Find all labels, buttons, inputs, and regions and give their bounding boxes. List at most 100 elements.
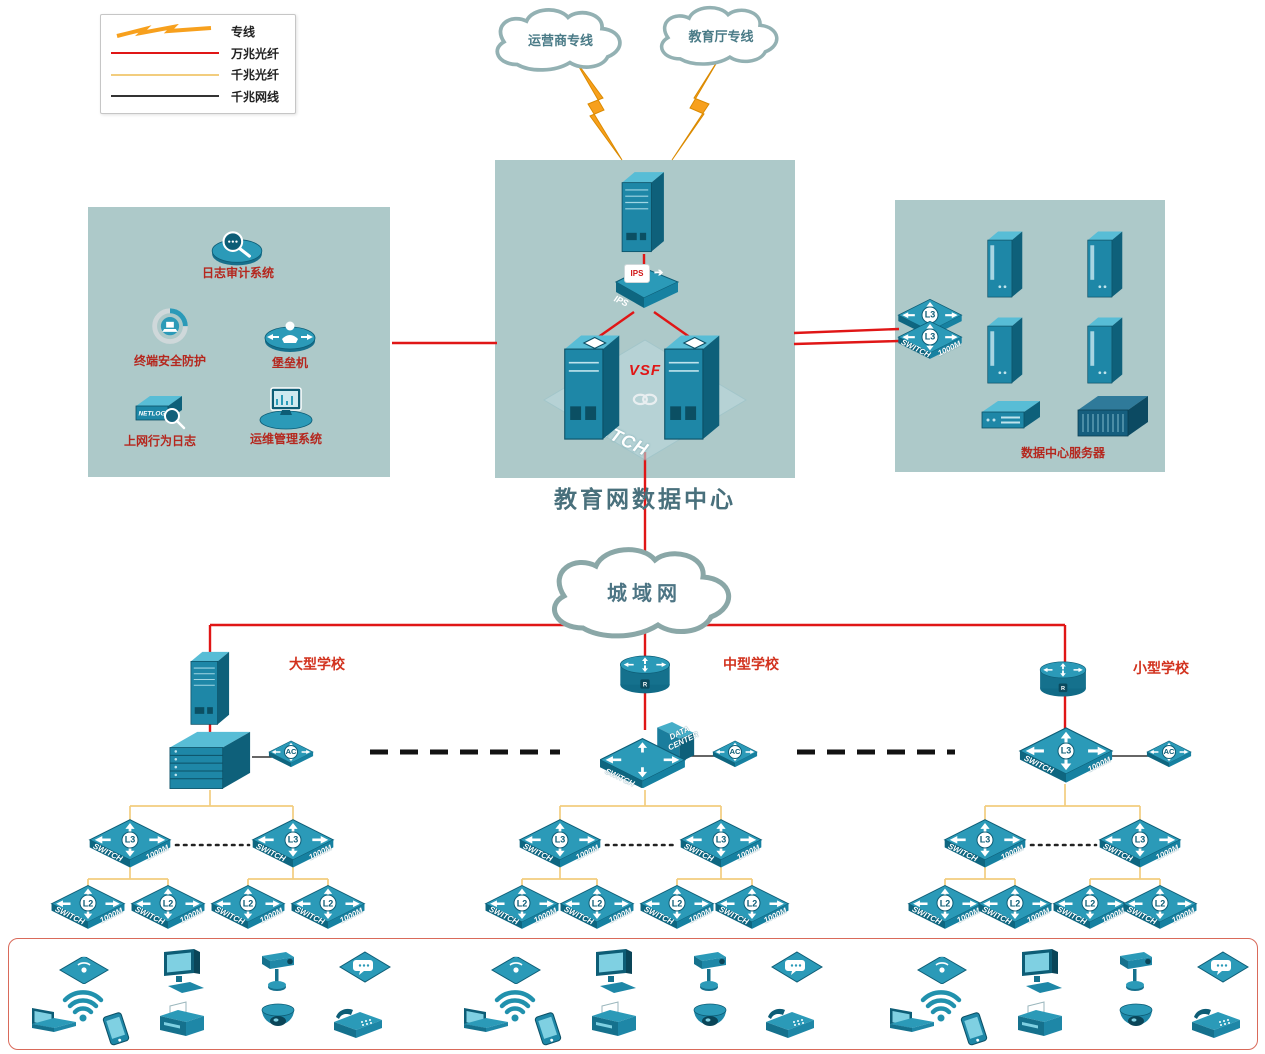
ac-controller-icon: AC	[1146, 740, 1192, 769]
l2-badge: L2	[668, 894, 686, 912]
laptop-icon	[884, 1006, 940, 1044]
wireless-ap-icon	[58, 948, 110, 984]
wireless-ap-icon	[490, 948, 542, 984]
core-firewall-icon	[620, 168, 666, 256]
svg-text:R: R	[643, 682, 648, 688]
blade-server-icon	[1074, 390, 1152, 440]
desktop-monitor-icon	[588, 948, 644, 994]
edu-cloud: 教育厅专线	[645, 4, 797, 66]
server-icon	[986, 314, 1024, 387]
wireless-ap-icon	[916, 948, 968, 984]
legend-label: 千兆网线	[231, 89, 280, 104]
vsf-server-icon	[562, 330, 622, 445]
netlog-label: 上网行为日志	[123, 434, 196, 448]
ptz-camera-icon	[1114, 948, 1158, 996]
school-core-device	[166, 726, 254, 791]
log-audit-label: 日志审计系统	[201, 266, 274, 280]
l2-badge: L2	[743, 894, 761, 912]
smartphone-icon	[950, 1010, 998, 1048]
printer-icon	[1014, 998, 1066, 1040]
wifi-signal-icon	[492, 982, 538, 1024]
netlog-icon: NETLOG	[130, 388, 188, 432]
server-icon	[1086, 314, 1124, 387]
bastion-host-icon	[262, 314, 318, 354]
datacenter-title: 教育网数据中心	[554, 487, 736, 512]
desktop-monitor-icon	[1014, 948, 1070, 994]
lightning-bolt-icon	[574, 59, 623, 161]
school-server-icon	[189, 648, 231, 728]
ip-phone-icon	[1188, 1004, 1244, 1044]
ops-management-label: 运维管理系统	[249, 432, 322, 446]
vsf-label: VSF	[628, 362, 662, 379]
voice-chat-icon	[770, 950, 824, 984]
carrier-cloud-label: 运营商专线	[527, 32, 593, 48]
desktop-monitor-icon	[156, 948, 212, 994]
printer-icon	[588, 998, 640, 1040]
man-cloud: 城域网	[537, 544, 752, 639]
vsf-server-icon	[662, 330, 722, 445]
legend-row-1g-fiber: 千兆光纤	[109, 66, 287, 83]
ac-badge: AC	[284, 744, 298, 759]
legend: 专线 万兆光纤 千兆光纤 千兆网线	[100, 14, 296, 114]
ips-icon: IPS	[624, 264, 650, 283]
ip-phone-icon	[762, 1004, 818, 1044]
server-icon	[986, 228, 1024, 301]
voice-chat-icon	[338, 950, 392, 984]
1g-cable-lines	[252, 755, 1150, 758]
l3-badge: L3	[121, 831, 139, 848]
l3-badge: L3	[921, 328, 939, 346]
smartphone-icon	[524, 1010, 572, 1048]
l2-badge: L2	[319, 894, 337, 912]
wifi-signal-icon	[918, 982, 964, 1024]
school-router-icon: R	[617, 654, 673, 695]
ops-management-icon	[258, 384, 314, 430]
log-audit-icon	[208, 224, 266, 268]
laptop-icon	[458, 1006, 514, 1044]
ac-controller-icon: AC	[268, 740, 314, 769]
l3-badge: L3	[1131, 831, 1149, 848]
legend-row-10g: 万兆光纤	[109, 45, 287, 62]
dome-camera-icon	[688, 1000, 732, 1040]
black-line-icon	[109, 95, 221, 98]
lightning-bolts	[574, 56, 721, 161]
l3-badge: L3	[1057, 742, 1075, 760]
l3-badge: L3	[976, 831, 994, 848]
storage-array-icon	[978, 396, 1044, 434]
ac-badge: AC	[728, 744, 742, 759]
l2-badge: L2	[936, 894, 954, 912]
l2-badge: L2	[513, 894, 531, 912]
legend-label: 万兆光纤	[231, 46, 280, 61]
l2-badge: L2	[79, 894, 97, 912]
svg-text:R: R	[1061, 686, 1065, 692]
school-router-icon: R	[1037, 660, 1089, 698]
school-name: 大型学校	[289, 656, 345, 672]
endpoint-protection-label: 终端安全防护	[133, 354, 206, 368]
bastion-host-label: 堡垒机	[271, 356, 308, 370]
vsf-link-icon	[632, 392, 658, 408]
arrow-icon: ➔	[654, 267, 664, 279]
lightning-bolt-icon	[671, 56, 721, 161]
l2-badge: L2	[239, 894, 257, 912]
l2-badge: L2	[1006, 894, 1024, 912]
red-line-icon	[109, 52, 221, 55]
printer-icon	[156, 998, 208, 1040]
svg-text:NETLOG: NETLOG	[138, 411, 165, 418]
l2-badge: L2	[588, 894, 606, 912]
man-cloud-label: 城域网	[607, 583, 682, 605]
l3-badge: L3	[712, 831, 730, 848]
voice-chat-icon	[1196, 950, 1250, 984]
